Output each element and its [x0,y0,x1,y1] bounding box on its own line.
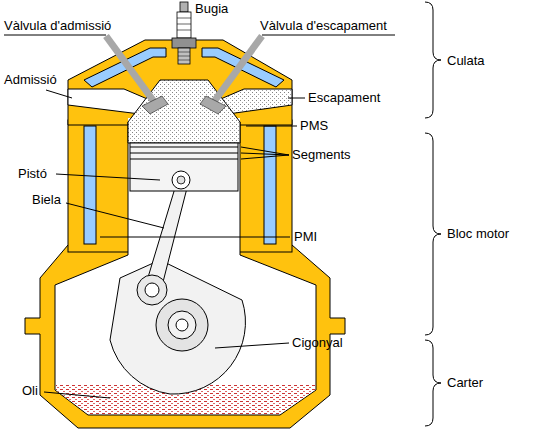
part-label: Admissió [4,72,57,87]
part-label: PMS [300,118,328,133]
part-label: Segments [292,147,351,162]
exhaust-valve-head [200,96,226,114]
part-label: Vàlvula d'admissió [4,18,111,33]
part-label: Biela [32,192,61,207]
intake-valve-head [142,96,168,114]
intake-valve [106,36,155,103]
crank-cavity [55,255,316,415]
piston [130,143,238,191]
part-label: Oli [22,383,38,398]
part-label: Culata [447,53,485,68]
part-label: Pistó [18,166,47,181]
exhaust-valve [213,36,262,103]
part-label: Cigonyal [292,335,343,350]
brackets [425,2,441,426]
part-label: Escapament [308,90,380,105]
part-label: PMI [294,229,317,244]
part-label: Bloc motor [447,226,509,241]
leader-lines [4,35,395,398]
crankcase-wall [25,245,345,428]
crankshaft [110,260,245,394]
part-label: Carter [447,375,483,390]
cooling-jacket [264,126,276,244]
part-label: Vàlvula d'escapament [260,18,387,33]
spark-plug [172,2,196,64]
cooling-jacket [84,126,96,244]
part-label: Bugia [195,1,228,16]
